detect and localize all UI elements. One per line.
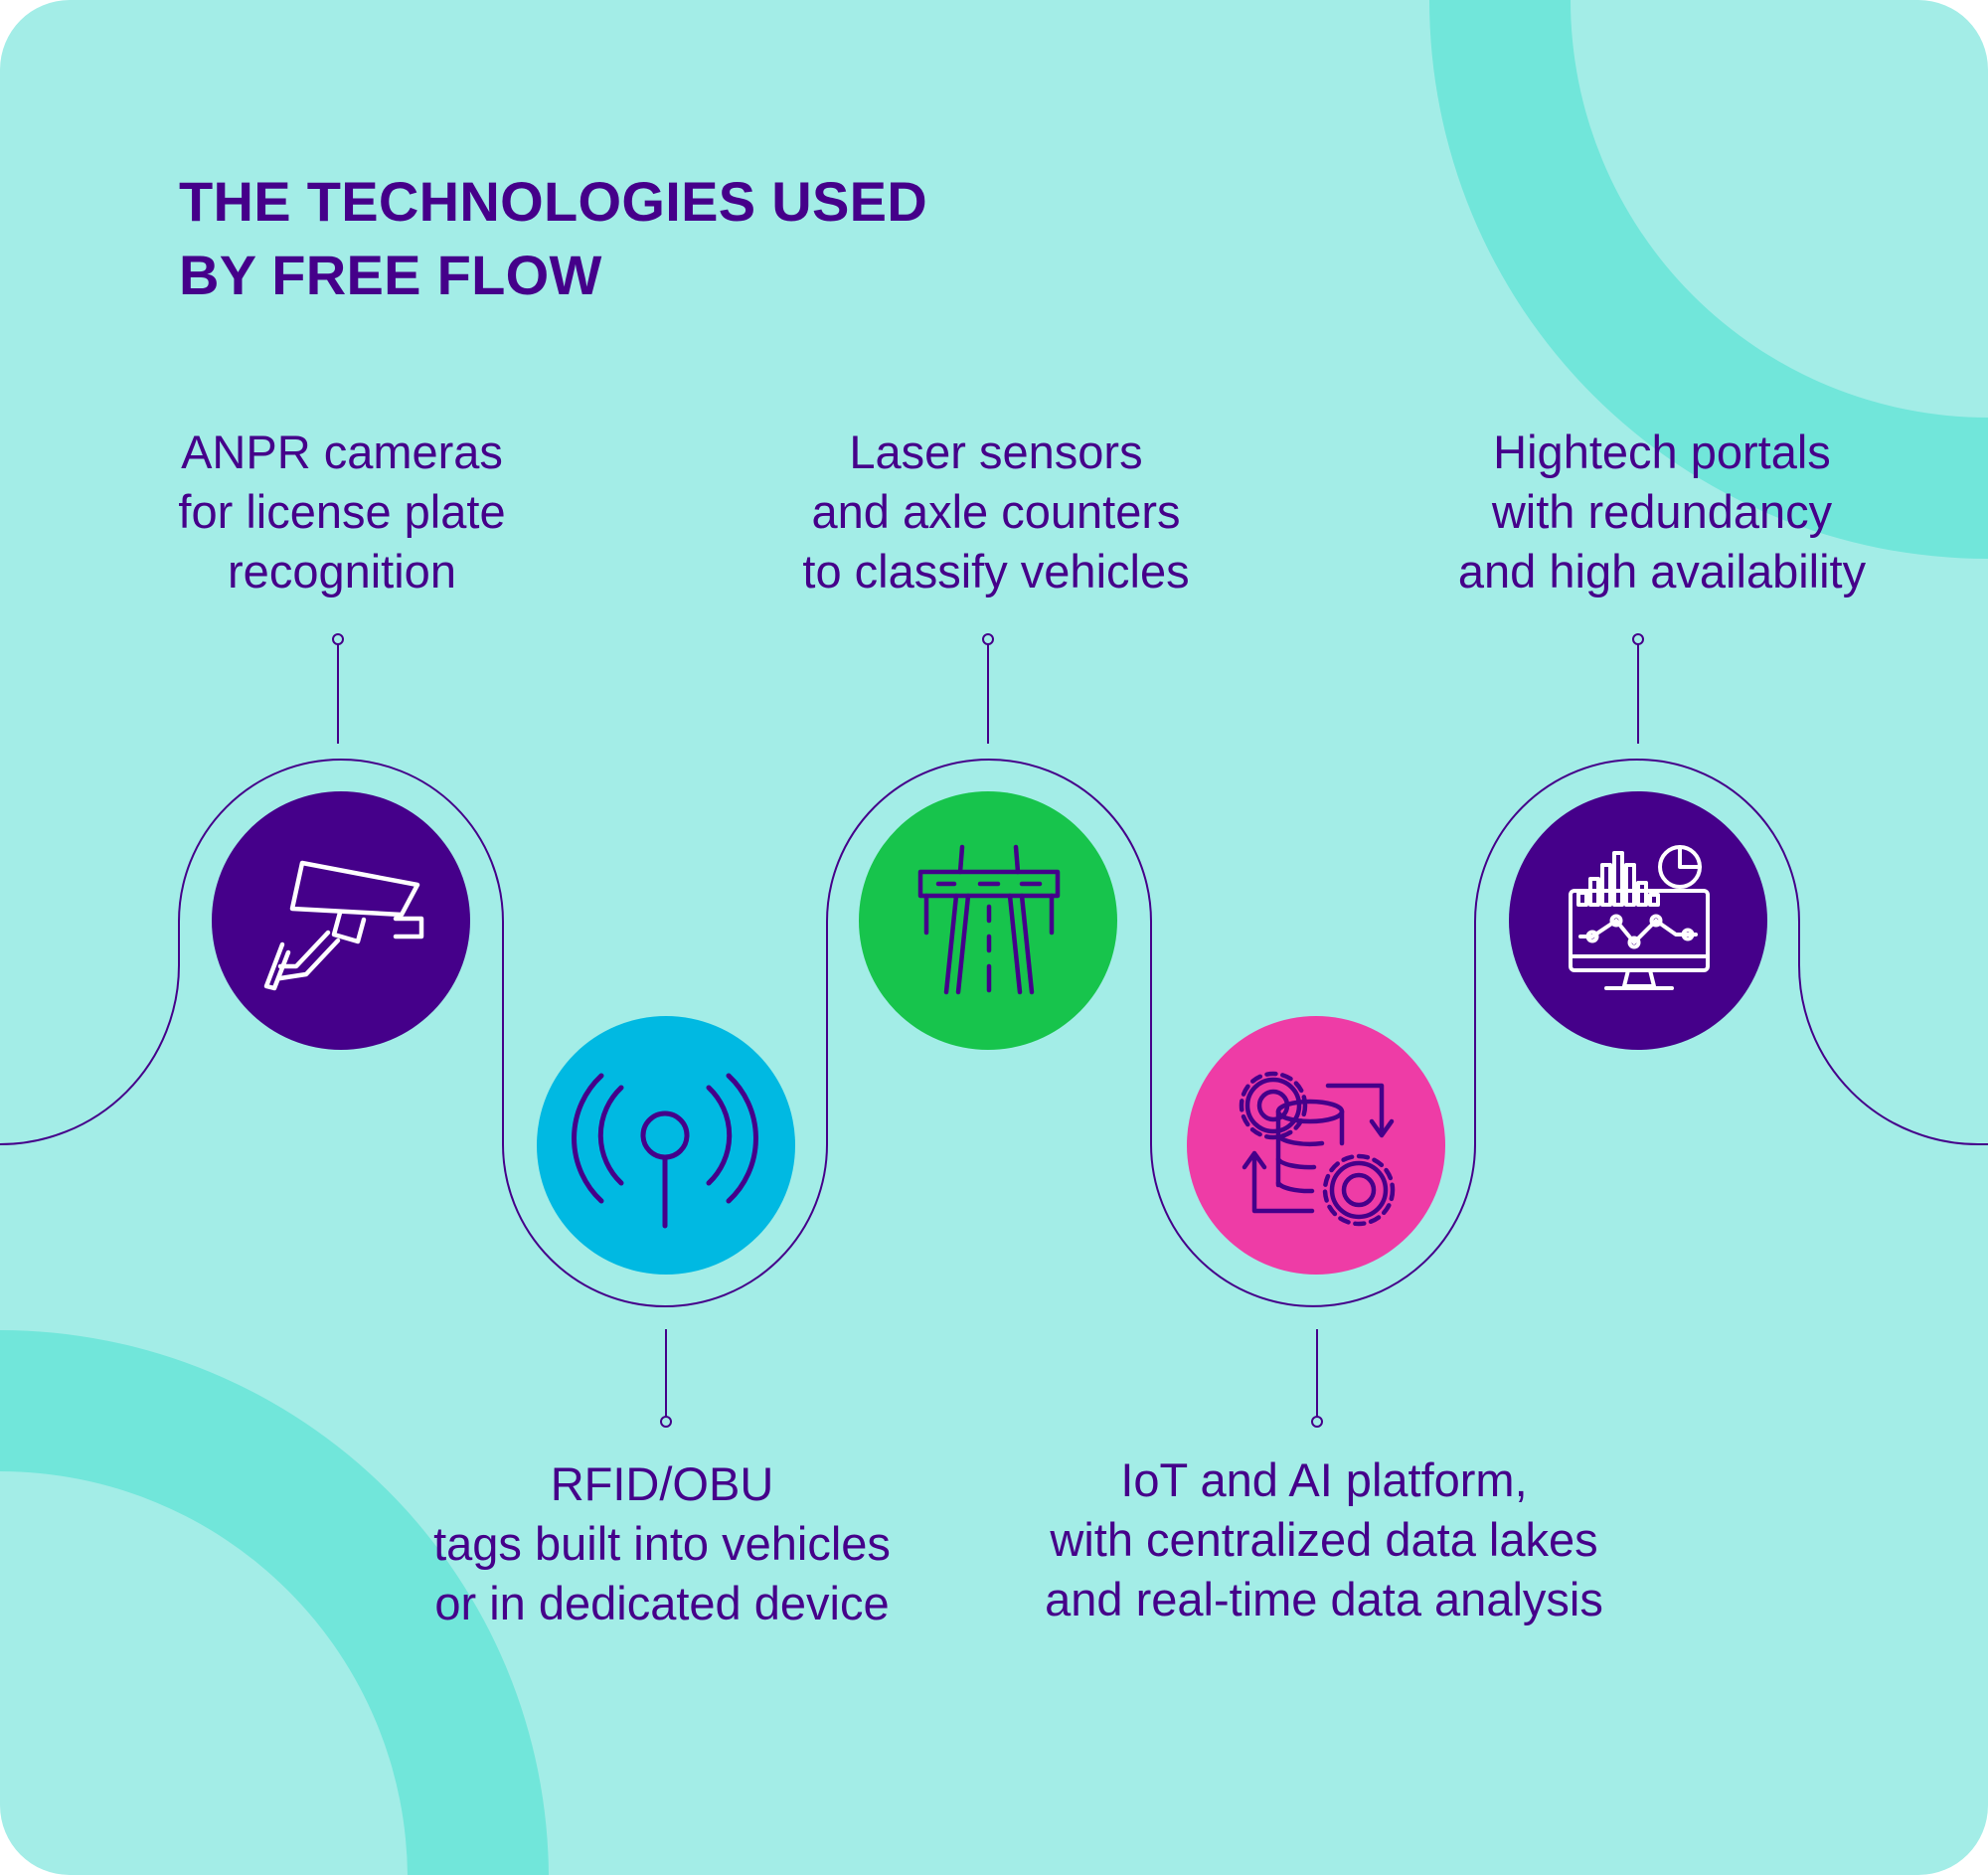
anpr-label: ANPR cameras for license plate recogniti… (24, 423, 660, 601)
iot-label: IoT and AI platform, with centralized da… (1006, 1450, 1642, 1629)
portal-label-line: with redundancy (1491, 485, 1833, 538)
rfid-label-line: RFID/OBU (550, 1457, 774, 1510)
page-title-line-1: THE TECHNOLOGIES USED (179, 170, 928, 233)
portal-circle (1509, 791, 1767, 1050)
iot-node (1187, 1016, 1445, 1275)
decor-ring-top-right (1429, 0, 1988, 559)
antenna-signal-icon (572, 1073, 758, 1229)
toll-gantry-road-icon (917, 844, 1061, 995)
page-title-line-2: BY FREE FLOW (179, 244, 602, 306)
cctv-camera-icon (263, 860, 424, 991)
iot-label-line: and real-time data analysis (1045, 1573, 1603, 1625)
portal-label-line: and high availability (1457, 545, 1867, 597)
laser-label-line: and axle counters (811, 485, 1181, 538)
anpr-label-line: ANPR cameras (181, 426, 503, 478)
timeline-connector (0, 759, 1988, 1307)
leader-portal (1632, 633, 1644, 744)
leader-laser (982, 633, 994, 744)
anpr-node (212, 791, 470, 1050)
anpr-circle (212, 791, 470, 1050)
laser-label-line: to classify vehicles (802, 545, 1190, 597)
database-gears-icon (1239, 1071, 1396, 1227)
rfid-label: RFID/OBU tags built into vehicles or in … (344, 1454, 980, 1633)
page-title: THE TECHNOLOGIES USED BY FREE FLOW (179, 165, 927, 312)
iot-label-line: IoT and AI platform, (1120, 1453, 1528, 1506)
monitor-analytics-icon (1569, 845, 1710, 990)
laser-label: Laser sensors and axle counters to class… (678, 423, 1314, 601)
rfid-label-line: or in dedicated device (434, 1577, 890, 1629)
iot-label-line: with centralized data lakes (1050, 1513, 1598, 1566)
leader-anpr (332, 633, 344, 744)
leader-rfid (660, 1329, 672, 1428)
anpr-label-line: for license plate (178, 485, 506, 538)
portal-node (1509, 791, 1767, 1050)
anpr-label-line: recognition (228, 545, 456, 597)
laser-node (859, 791, 1117, 1050)
rfid-label-line: tags built into vehicles (433, 1517, 891, 1570)
leader-iot (1311, 1329, 1323, 1428)
portal-label: Hightech portals with redundancy and hig… (1344, 423, 1980, 601)
laser-label-line: Laser sensors (849, 426, 1143, 478)
decor-ring-bottom-left (0, 1330, 549, 1875)
rfid-node (537, 1016, 795, 1275)
portal-label-line: Hightech portals (1493, 426, 1831, 478)
